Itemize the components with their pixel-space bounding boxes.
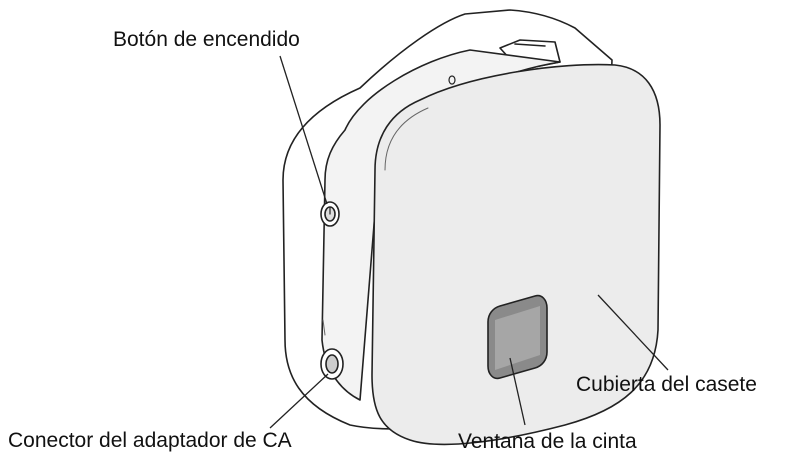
tape-window-label: Ventana de la cinta: [458, 430, 637, 453]
cassette-cover-label: Cubierta del casete: [576, 373, 757, 396]
leader-window: [509, 357, 526, 426]
leader-cover: [597, 294, 669, 371]
power-button-label: Botón de encendido: [113, 28, 300, 51]
power-button-icon: [320, 201, 340, 227]
cassette-cover: [371, 63, 661, 446]
leader-connector: [269, 373, 329, 429]
leader-power: [279, 55, 328, 205]
ac-adapter-connector-label: Conector del adaptador de CA: [8, 429, 292, 452]
ac-connector-icon: [320, 348, 344, 380]
